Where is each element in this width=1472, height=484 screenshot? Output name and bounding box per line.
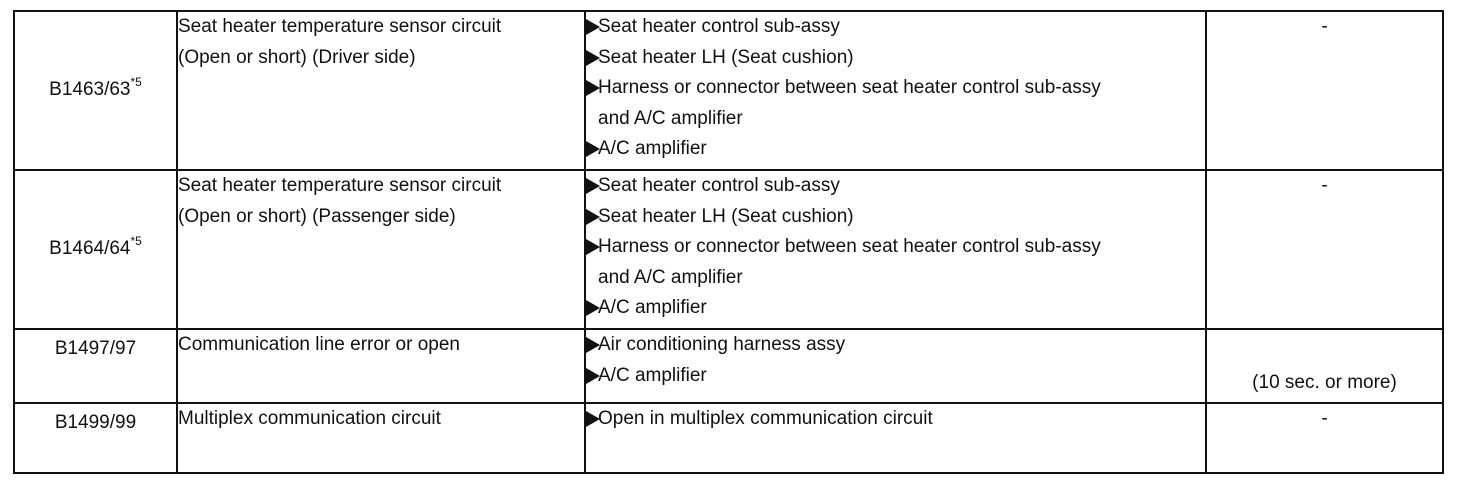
trouble-area-item: A/C amplifier bbox=[586, 361, 1205, 392]
trouble-area-item: Seat heater LH (Seat cushion) bbox=[586, 43, 1205, 74]
dtc-code: B1497/97 bbox=[54, 338, 137, 359]
memory-cell: (10 sec. or more) bbox=[1205, 328, 1444, 404]
detection-item-line: (Open or short) (Passenger side) bbox=[178, 205, 456, 227]
memory-cell: - bbox=[1205, 169, 1444, 330]
right-triangle-bullet-icon bbox=[586, 239, 600, 255]
detection-item-line: Seat heater temperature sensor circuit bbox=[178, 175, 502, 196]
trouble-area-text: Seat heater control sub-assy bbox=[598, 16, 840, 37]
dtc-code: B1463/63*5 bbox=[49, 74, 142, 101]
table-row: B1497/97 Communication line error or ope… bbox=[13, 328, 1444, 404]
trouble-area-continuation: and A/C amplifier bbox=[598, 107, 743, 129]
trouble-area-text: Air conditioning harness assy bbox=[598, 334, 846, 355]
detection-item-line: (Open or short) (Driver side) bbox=[178, 46, 416, 68]
trouble-area-text: Seat heater LH (Seat cushion) bbox=[598, 46, 854, 68]
trouble-area-text: Seat heater control sub-assy bbox=[598, 175, 840, 196]
trouble-area-text: A/C amplifier bbox=[598, 138, 707, 159]
right-triangle-bullet-icon bbox=[586, 337, 600, 353]
right-triangle-bullet-icon bbox=[586, 49, 600, 66]
table-row: B1464/64*5 Seat heater temperature senso… bbox=[13, 169, 1444, 330]
dtc-table: B1463/63*5 Seat heater temperature senso… bbox=[13, 10, 1444, 474]
dtc-code-cell: B1499/99 bbox=[13, 402, 178, 474]
dtc-code: B1464/64*5 bbox=[49, 233, 142, 260]
right-triangle-bullet-icon bbox=[586, 411, 600, 427]
detection-item-cell: Communication line error or open bbox=[176, 328, 586, 404]
trouble-area-item: A/C amplifier bbox=[586, 293, 1205, 324]
trouble-area-cell: Seat heater control sub-assy Seat heater… bbox=[584, 169, 1207, 330]
footnote-mark: *5 bbox=[130, 233, 142, 248]
footnote-mark: *5 bbox=[130, 74, 142, 89]
detection-item-cell: Multiplex communication circuit bbox=[176, 402, 586, 474]
trouble-area-cell: Seat heater control sub-assy Seat heater… bbox=[584, 10, 1207, 171]
trouble-area-cell: Open in multiplex communication circuit bbox=[584, 402, 1207, 474]
right-triangle-bullet-icon bbox=[586, 300, 600, 316]
table-row: B1499/99 Multiplex communication circuit… bbox=[13, 402, 1444, 474]
trouble-area-item: Seat heater control sub-assy bbox=[586, 12, 1205, 43]
right-triangle-bullet-icon bbox=[586, 141, 600, 157]
right-triangle-bullet-icon bbox=[586, 367, 600, 384]
right-triangle-bullet-icon bbox=[586, 19, 600, 35]
trouble-area-text: Harness or connector between seat heater… bbox=[598, 236, 1101, 257]
trouble-area-text: A/C amplifier bbox=[598, 297, 707, 318]
dtc-code-cell: B1464/64*5 bbox=[13, 169, 178, 330]
memory-cell: - bbox=[1205, 402, 1444, 474]
dtc-code-cell: B1463/63*5 bbox=[13, 10, 178, 171]
right-triangle-bullet-icon bbox=[586, 208, 600, 225]
detection-item-cell: Seat heater temperature sensor circuit (… bbox=[176, 169, 586, 330]
detection-item-line: Multiplex communication circuit bbox=[178, 408, 441, 429]
trouble-area-item: Harness or connector between seat heater… bbox=[586, 73, 1205, 104]
dtc-code: B1499/99 bbox=[54, 412, 137, 433]
dtc-code-cell: B1497/97 bbox=[13, 328, 178, 404]
trouble-area-item: Harness or connector between seat heater… bbox=[586, 232, 1205, 263]
trouble-area-continuation: and A/C amplifier bbox=[598, 266, 743, 288]
memory-cell: - bbox=[1205, 10, 1444, 171]
detection-item-line: Communication line error or open bbox=[178, 334, 460, 355]
trouble-area-item: Seat heater control sub-assy bbox=[586, 171, 1205, 202]
table-row: B1463/63*5 Seat heater temperature senso… bbox=[13, 10, 1444, 171]
trouble-area-cell: Air conditioning harness assy A/C amplif… bbox=[584, 328, 1207, 404]
trouble-area-item: Open in multiplex communication circuit bbox=[586, 404, 1205, 435]
trouble-area-item: A/C amplifier bbox=[586, 134, 1205, 165]
trouble-area-text: Seat heater LH (Seat cushion) bbox=[598, 205, 854, 227]
right-triangle-bullet-icon bbox=[586, 178, 600, 194]
trouble-area-item: Seat heater LH (Seat cushion) bbox=[586, 202, 1205, 233]
trouble-area-text: Harness or connector between seat heater… bbox=[598, 77, 1101, 98]
trouble-area-item: Air conditioning harness assy bbox=[586, 330, 1205, 361]
detection-item-cell: Seat heater temperature sensor circuit (… bbox=[176, 10, 586, 171]
detection-item-line: Seat heater temperature sensor circuit bbox=[178, 16, 502, 37]
right-triangle-bullet-icon bbox=[586, 80, 600, 96]
trouble-area-text: Open in multiplex communication circuit bbox=[598, 408, 933, 429]
trouble-area-text: A/C amplifier bbox=[598, 364, 707, 386]
